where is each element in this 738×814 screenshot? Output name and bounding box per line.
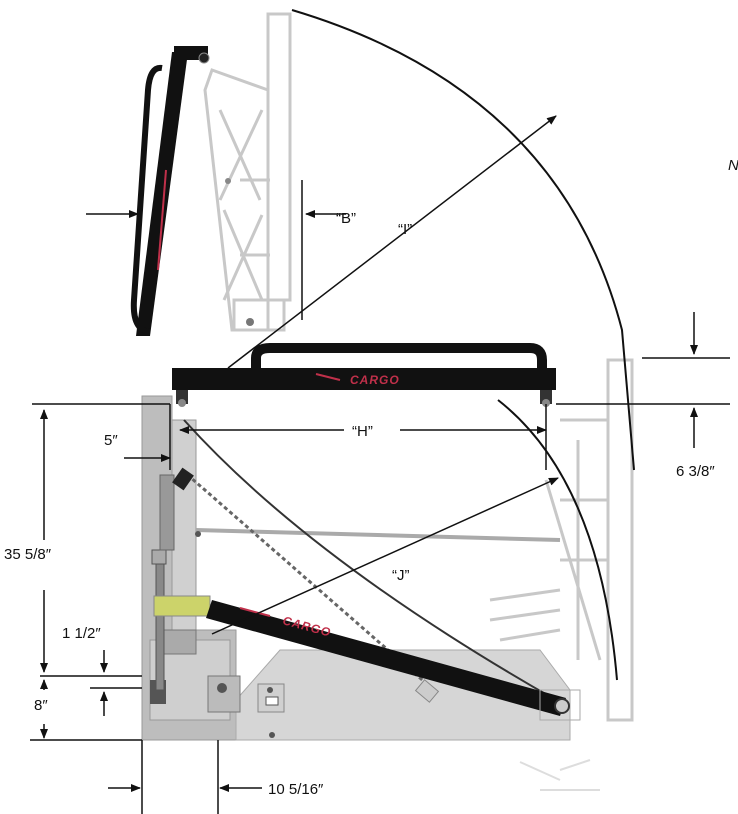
- label-i: “I”: [398, 221, 412, 238]
- ghost-upright-frame: [203, 12, 634, 722]
- raised-handle-arm: [130, 46, 210, 336]
- vertical-post: [151, 474, 175, 691]
- support-rod: [195, 528, 561, 542]
- ghost-pivot-bolt: [225, 178, 231, 184]
- label-h: “H”: [352, 423, 373, 440]
- angled-arm: CARGO: [153, 595, 581, 721]
- ghost-pivot-bolt: [246, 318, 254, 326]
- top-rail-brand: CARGO: [350, 373, 400, 387]
- label-j: “J”: [392, 567, 410, 584]
- label-8: 8″: [34, 697, 48, 714]
- cable: [183, 419, 557, 701]
- label-6-3-8: 6 3/8″: [676, 463, 715, 480]
- label-b: “B”: [336, 210, 356, 227]
- ghost-floor-marks: [519, 759, 600, 791]
- top-rail: CARGO: [172, 343, 556, 407]
- label-35-5-8: 35 5/8″: [4, 546, 52, 563]
- label-10-5-16: 10 5/16″: [268, 781, 324, 798]
- label-partial-n: N: [728, 157, 738, 174]
- swing-arc-j: [497, 399, 618, 681]
- label-5: 5″: [104, 432, 118, 449]
- dimension-lines: [30, 115, 730, 814]
- label-1-1-2: 1 1/2″: [62, 625, 101, 642]
- swing-arc-i: [291, 9, 635, 471]
